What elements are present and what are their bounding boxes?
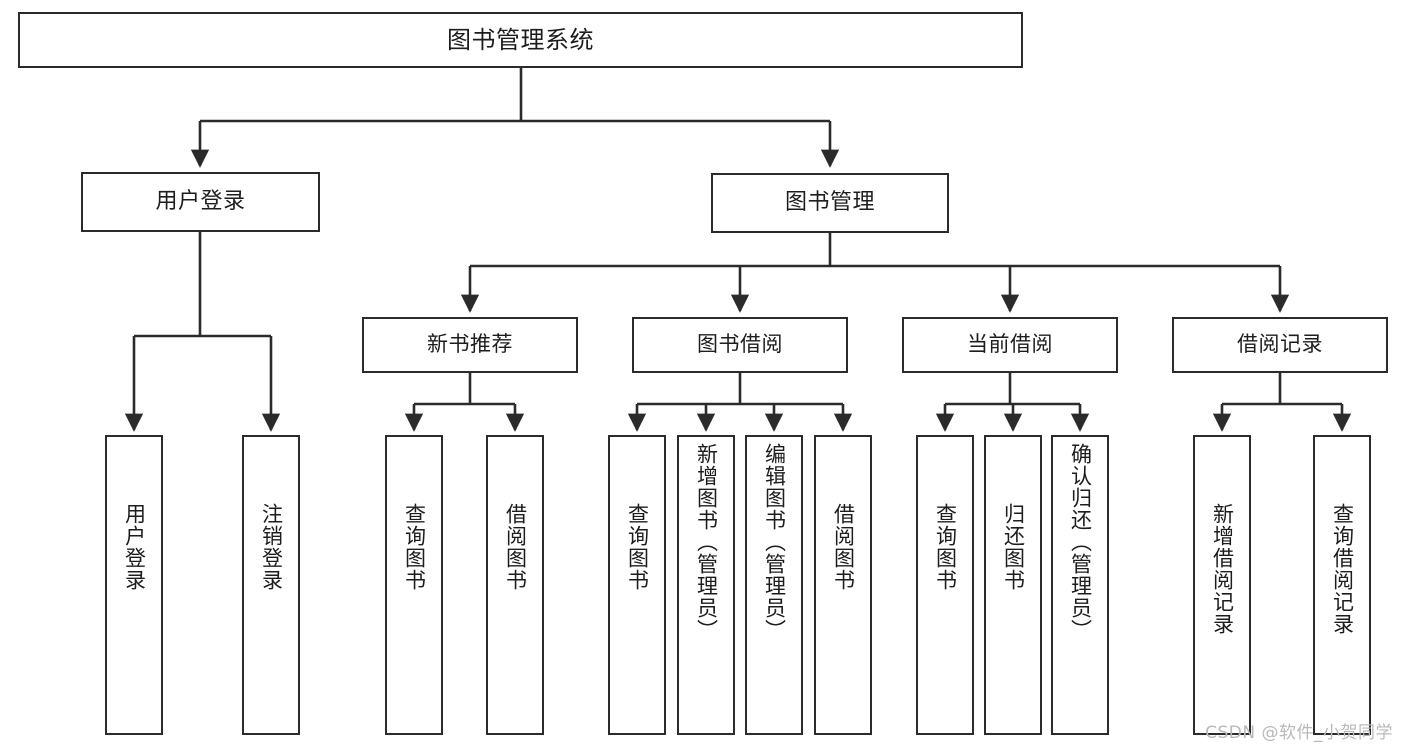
node-leaf-borrow-book-1-label: 借阅图书	[503, 503, 528, 591]
node-book-borrow-label: 图书借阅	[697, 332, 783, 357]
node-leaf-edit-book-label: 编辑图书（管理员）	[762, 443, 787, 641]
node-new-book-recommend[interactable]: 新书推荐	[362, 317, 578, 373]
node-leaf-return-book-label: 归还图书	[1001, 503, 1026, 591]
node-root-book-management-system[interactable]: 图书管理系统	[18, 12, 1023, 68]
node-leaf-logout-login-label: 注销登录	[259, 503, 284, 591]
node-leaf-query-record-label: 查询借阅记录	[1330, 503, 1355, 635]
node-book-borrow[interactable]: 图书借阅	[632, 317, 848, 373]
node-leaf-query-record[interactable]: 查询借阅记录	[1313, 435, 1371, 735]
node-leaf-user-login-label: 用户登录	[122, 503, 147, 591]
node-leaf-query-book-3-label: 查询图书	[933, 503, 958, 591]
node-leaf-edit-book[interactable]: 编辑图书（管理员）	[745, 435, 803, 735]
node-book-manage-label: 图书管理	[784, 189, 875, 215]
node-leaf-query-book-2-label: 查询图书	[625, 503, 650, 591]
node-leaf-user-login[interactable]: 用户登录	[105, 435, 163, 735]
node-borrow-record-label: 借阅记录	[1237, 332, 1323, 357]
node-leaf-query-book-1-label: 查询图书	[402, 503, 427, 591]
node-leaf-add-book-label: 新增图书（管理员）	[694, 443, 719, 641]
node-user-login[interactable]: 用户登录	[81, 172, 320, 232]
node-leaf-logout-login[interactable]: 注销登录	[242, 435, 300, 735]
csdn-watermark: CSDN @软件_小贺同学	[1205, 723, 1393, 743]
node-root-label: 图书管理系统	[447, 25, 594, 54]
node-leaf-add-record-label: 新增借阅记录	[1210, 503, 1235, 635]
node-current-borrow[interactable]: 当前借阅	[902, 317, 1118, 373]
node-leaf-borrow-book-2[interactable]: 借阅图书	[814, 435, 872, 735]
node-leaf-add-book[interactable]: 新增图书（管理员）	[677, 435, 735, 735]
node-leaf-add-record[interactable]: 新增借阅记录	[1193, 435, 1251, 735]
node-leaf-confirm-return-label: 确认归还（管理员）	[1068, 443, 1093, 641]
node-leaf-query-book-1[interactable]: 查询图书	[385, 435, 443, 735]
node-book-manage[interactable]: 图书管理	[711, 173, 949, 233]
node-borrow-record[interactable]: 借阅记录	[1172, 317, 1388, 373]
node-user-login-label: 用户登录	[155, 188, 246, 214]
node-leaf-return-book[interactable]: 归还图书	[984, 435, 1042, 735]
node-leaf-confirm-return[interactable]: 确认归还（管理员）	[1051, 435, 1109, 735]
node-leaf-query-book-2[interactable]: 查询图书	[608, 435, 666, 735]
node-leaf-query-book-3[interactable]: 查询图书	[916, 435, 974, 735]
node-new-book-recommend-label: 新书推荐	[427, 332, 513, 357]
node-current-borrow-label: 当前借阅	[967, 332, 1053, 357]
node-leaf-borrow-book-2-label: 借阅图书	[831, 503, 856, 591]
node-leaf-borrow-book-1[interactable]: 借阅图书	[486, 435, 544, 735]
